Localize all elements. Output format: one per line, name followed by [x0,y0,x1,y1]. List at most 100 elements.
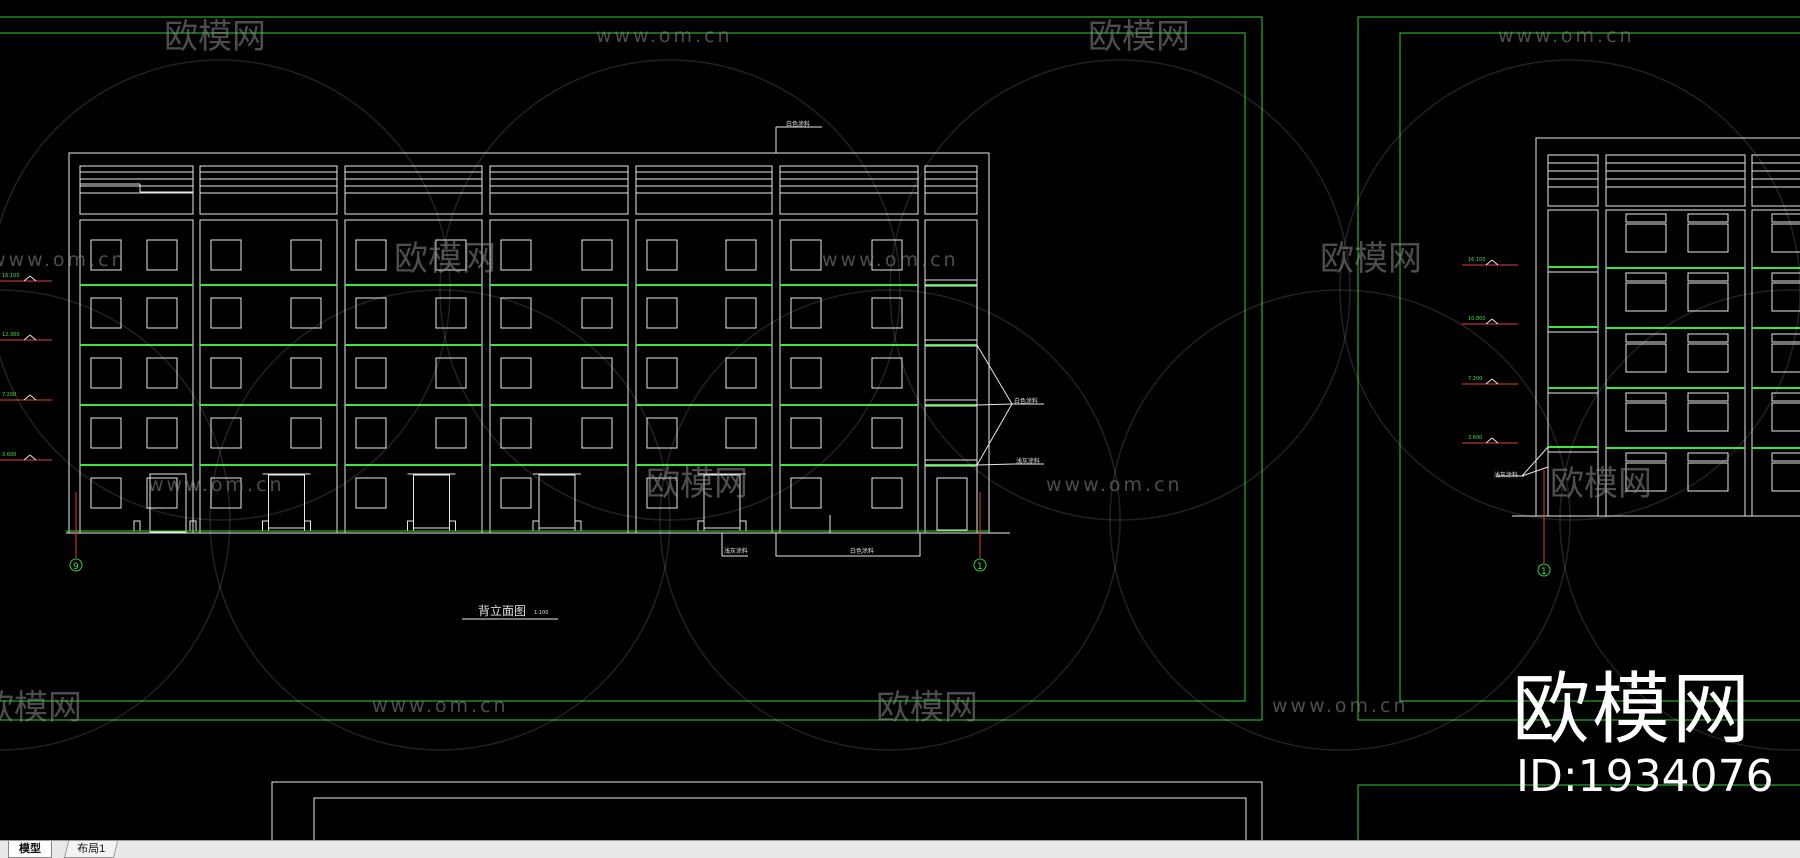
door [268,474,305,529]
watermark-brand: 欧模网 [646,464,748,504]
level-tick [1491,318,1499,325]
leader-label-side-1: 白色涂料 [1014,397,1038,405]
watermark-brand: 欧模网 [394,239,496,279]
roof-band [79,165,194,215]
window [500,417,532,449]
level-tick [23,394,31,401]
watermark-url: www.om.cn [822,249,959,271]
watermark-brand-large: 欧模网 [1512,665,1753,755]
watermark-circles [0,59,1800,751]
window [210,477,242,509]
door-post [697,520,705,532]
level-markers-right: 16.100 10.800 7.200 3.600 [1462,257,1518,444]
window [646,297,678,329]
window-head [1771,333,1800,343]
stair-landing [924,339,978,347]
sheet-frame-bottom [271,781,1800,840]
watermark-brand: 欧模网 [1088,17,1190,57]
tab-model[interactable]: 模型 [8,841,52,858]
window [646,357,678,389]
stair-landing [924,399,978,407]
window [146,417,178,449]
axis-bubble-right: 1 [973,492,987,572]
window [1687,402,1729,432]
level-label: 16.100 [1468,257,1486,263]
window [790,239,822,271]
cad-drawing-canvas[interactable]: 白色涂料 白色涂料 浅灰涂料 浅灰涂料 白色涂料 浅灰涂料 背立面图 1:100… [0,0,1800,840]
door-post [133,520,141,532]
drawing-scale: 1:100 [534,610,548,616]
level-label: 7.200 [1468,376,1482,382]
roof-band [924,165,978,215]
leader-line [976,403,1013,406]
side-elevation-drawing [1496,137,1800,517]
window [435,357,467,389]
window [646,477,678,509]
window-head [1687,333,1729,343]
window [146,297,178,329]
watermark-url: www.om.cn [596,25,733,47]
level-label: 10.800 [1468,316,1486,322]
window [1687,462,1729,492]
watermark-circle [1559,289,1800,751]
window [1771,282,1800,312]
level-tick [23,454,31,461]
leader-line [976,463,1015,466]
window [790,357,822,389]
stair-landing [924,459,978,467]
window [1625,462,1667,492]
window [1771,343,1800,373]
window [500,239,532,271]
window [725,417,757,449]
window [1771,462,1800,492]
tab-layout1[interactable]: 布局1 [63,841,119,858]
tab-label: 布局1 [77,843,106,855]
window [290,417,322,449]
window [871,477,903,509]
watermark-url: www.om.cn [1046,474,1183,496]
watermark-circle [889,59,1351,521]
window-head [1687,272,1729,282]
watermark-circle [0,289,231,751]
bay-facade [1751,209,1800,517]
window [790,417,822,449]
window [725,357,757,389]
window [1687,282,1729,312]
watermark-url: www.om.cn [1498,25,1635,47]
window-head [1687,392,1729,402]
level-tick [1491,378,1499,385]
window [790,477,822,509]
watermark-brand: 欧模网 [0,688,82,728]
leader-line [976,344,1013,405]
level-tick [1485,318,1493,325]
level-markers-left: 16.100 12.300 7.200 3.600 [0,273,52,461]
level-label: 12.300 [2,332,20,338]
roof-band [635,165,773,215]
window [355,417,387,449]
window [871,357,903,389]
tab-label: 模型 [19,843,41,855]
window-head [1625,392,1667,402]
watermark-brand: 欧模网 [876,688,978,728]
stair-landing [924,279,978,287]
window [1771,402,1800,432]
axis-label-view2: 1 [1541,567,1547,577]
roof-band [1751,154,1800,207]
level-label: 3.600 [2,452,16,458]
roof-band [1605,154,1746,207]
window-head [1687,452,1729,462]
watermark-id-label: ID:1934076 [1516,751,1774,802]
window [725,239,757,271]
window [1625,343,1667,373]
sheet-frame-left [0,16,1263,721]
window [146,239,178,271]
watermark-brand: 欧模网 [1550,464,1652,504]
window-head [1625,333,1667,343]
level-tick [29,394,37,401]
window [725,297,757,329]
window [500,297,532,329]
level-tick [29,334,37,341]
level-label: 3.600 [1468,435,1482,441]
leader-line [1521,466,1549,477]
window [290,297,322,329]
